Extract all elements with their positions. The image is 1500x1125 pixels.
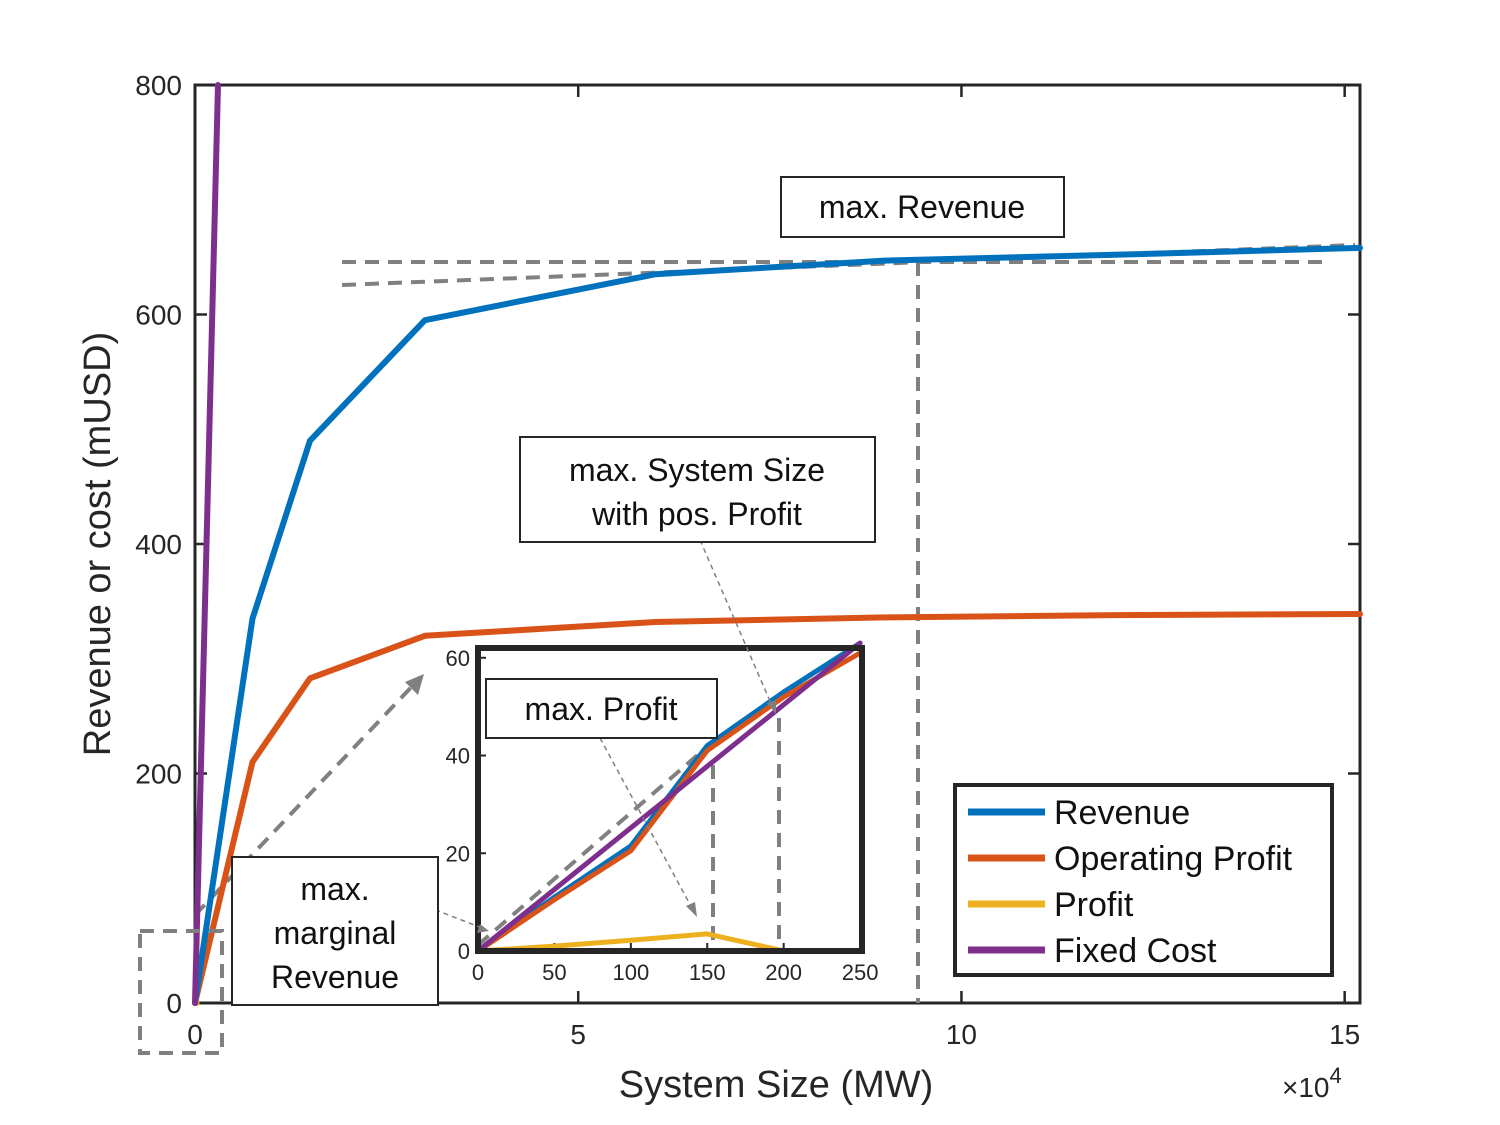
- y-tick-label: 800: [135, 70, 182, 101]
- y-tick-label: 600: [135, 300, 182, 331]
- arrowhead-marginal: [477, 924, 489, 933]
- y-tick-label: 0: [166, 988, 182, 1019]
- max-revenue-label: max. Revenue: [819, 189, 1025, 225]
- series-line-fixed-cost: [192, 82, 221, 1006]
- legend-label-operating-profit: Operating Profit: [1054, 840, 1293, 878]
- inset-y-tick-label: 0: [458, 939, 470, 964]
- ann-marginal-line: Revenue: [271, 959, 399, 995]
- inset-x-tick-label: 200: [765, 960, 802, 985]
- max-system-size-box: [519, 436, 876, 543]
- x-tick-label: 10: [946, 1019, 977, 1050]
- inset-y-tick-label: 40: [446, 744, 470, 769]
- max-profit-label: max. Profit: [525, 691, 678, 727]
- ann-marginal-line: marginal: [274, 915, 397, 951]
- legend-box: [953, 783, 1334, 977]
- annotation-max-revenue: max. Revenue: [780, 176, 1065, 238]
- inset-frame: [475, 645, 865, 954]
- annotation-max-system-size: max. System Size with pos. Profit: [519, 436, 876, 543]
- x-axis-exponent-power: 4: [1330, 1063, 1342, 1088]
- inset-y-tick-label: 20: [446, 841, 470, 866]
- inset-x-tick-label: 0: [472, 960, 484, 985]
- legend-label-fixed-cost: Fixed Cost: [1054, 932, 1217, 970]
- inset-series-line-operating-profit: [475, 650, 863, 954]
- inset-series-group: [475, 640, 863, 954]
- inset-x-tick-label: 150: [689, 960, 726, 985]
- inset-x-tick-label: 50: [542, 960, 566, 985]
- inset-y-tick-label: 60: [446, 646, 470, 671]
- arrowhead-max-size: [767, 700, 776, 714]
- x-axis-label: System Size (MW): [619, 1064, 934, 1106]
- ann-maxsize-line: with pos. Profit: [591, 496, 802, 532]
- ann-maxrev-line: max. Revenue: [819, 189, 1025, 225]
- legend-label-revenue: Revenue: [1054, 794, 1190, 832]
- inset-marginal-tangent: [476, 738, 717, 947]
- inset-series-line-fixed-cost: [475, 640, 863, 954]
- annotation-arrowheads: [477, 700, 776, 933]
- main-ticks: [193, 83, 1360, 1005]
- inset-x-tick-label: 250: [842, 960, 879, 985]
- ann-marginal-line: max.: [300, 871, 369, 907]
- inset-x-tick-label: 100: [612, 960, 649, 985]
- zoom-region-box: [138, 929, 224, 1055]
- ann-maxprofit-line: max. Profit: [525, 691, 678, 727]
- inset-guide-lines: [476, 718, 781, 951]
- arrow-max-profit-line: [599, 737, 694, 911]
- series-line-operating-profit: [192, 611, 1363, 1006]
- ann-maxsize-line: max. System Size: [569, 452, 825, 488]
- x-axis-exponent: ×104: [1282, 1063, 1342, 1103]
- inset-tick-labels: 0 50 100 150 200 250 0 20 40 60: [446, 646, 879, 985]
- y-tick-label: 200: [135, 759, 182, 790]
- annotation-max-profit: max. Profit: [485, 678, 718, 739]
- series-line-revenue: [192, 244, 1363, 1006]
- legend-label-profit: Profit: [1054, 886, 1134, 924]
- inset-series-line-profit: [475, 931, 787, 954]
- x-tick-label: 0: [187, 1019, 203, 1050]
- y-tick-label: 400: [135, 529, 182, 560]
- x-tick-label: 15: [1329, 1019, 1360, 1050]
- y-axis-label: Revenue or cost (mUSD): [77, 332, 119, 756]
- x-tick-label: 5: [570, 1019, 586, 1050]
- arrowhead-max-profit: [686, 902, 697, 917]
- max-profit-box: [485, 678, 718, 739]
- arrow-max-size-line: [699, 539, 774, 709]
- x-axis-exponent-base: ×10: [1282, 1072, 1330, 1103]
- main-series-group: [192, 82, 1363, 1006]
- max-revenue-box: [780, 176, 1065, 238]
- marginal-tangent-arrowhead: [405, 674, 424, 695]
- max-marginal-revenue-box: [231, 856, 439, 1006]
- max-system-size-label: max. System Size with pos. Profit: [569, 452, 825, 532]
